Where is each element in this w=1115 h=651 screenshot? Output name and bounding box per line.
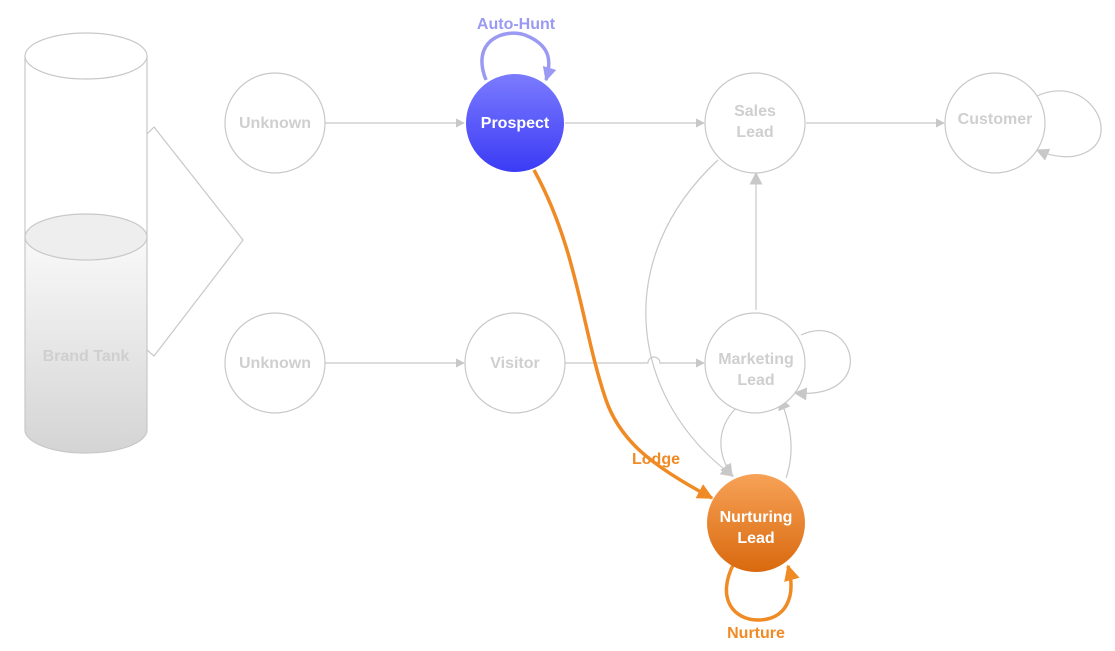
edge-visitor-to-marketing-lead bbox=[565, 356, 705, 368]
node-unknown-top bbox=[224, 72, 326, 174]
label-nurturing-lead-line2: Lead bbox=[737, 530, 774, 547]
label-sales-lead-line1: Sales bbox=[734, 103, 776, 120]
label-customer: Customer bbox=[958, 111, 1033, 128]
brand-tank-liquid-top bbox=[24, 213, 148, 261]
brand-tank-top bbox=[24, 32, 148, 80]
brand-tank: Brand Tank bbox=[24, 32, 148, 454]
loop-auto-hunt bbox=[480, 31, 557, 82]
node-unknown-bottom bbox=[224, 312, 326, 414]
loop-nurture bbox=[724, 562, 800, 622]
node-marketing-lead bbox=[704, 312, 806, 414]
label-sales-lead-line2: Lead bbox=[736, 124, 773, 141]
label-marketing-lead-line1: Marketing bbox=[718, 351, 794, 368]
edge-lodge bbox=[532, 169, 714, 500]
loop-marketing-lead bbox=[793, 330, 851, 401]
gray-edges bbox=[325, 90, 1102, 479]
label-unknown-bottom: Unknown bbox=[239, 355, 311, 372]
node-prospect bbox=[466, 74, 564, 172]
edge-sales-lead-to-nurturing-lead bbox=[645, 159, 735, 477]
loop-customer bbox=[1034, 90, 1102, 161]
gray-nodes bbox=[224, 72, 1046, 414]
node-sales-lead bbox=[704, 72, 806, 174]
funnel-chevron bbox=[146, 126, 244, 357]
node-nurturing-lead bbox=[707, 474, 805, 572]
label-nurturing-lead-line1: Nurturing bbox=[720, 509, 793, 526]
node-visitor bbox=[464, 312, 566, 414]
edge-marketing-to-nurturing-lead bbox=[720, 407, 737, 478]
label-marketing-lead-line2: Lead bbox=[737, 372, 774, 389]
node-customer bbox=[944, 72, 1046, 174]
brand-tank-outline bbox=[24, 56, 148, 454]
brand-tank-label: Brand Tank bbox=[43, 348, 130, 365]
label-visitor: Visitor bbox=[490, 355, 540, 372]
brand-tank-fill bbox=[25, 237, 147, 453]
label-nurture: Nurture bbox=[727, 625, 785, 642]
label-unknown-top: Unknown bbox=[239, 115, 311, 132]
label-lodge: Lodge bbox=[632, 451, 680, 468]
label-prospect: Prospect bbox=[481, 115, 550, 132]
edge-nurturing-to-marketing-lead bbox=[778, 396, 792, 479]
label-auto-hunt: Auto-Hunt bbox=[477, 16, 556, 33]
